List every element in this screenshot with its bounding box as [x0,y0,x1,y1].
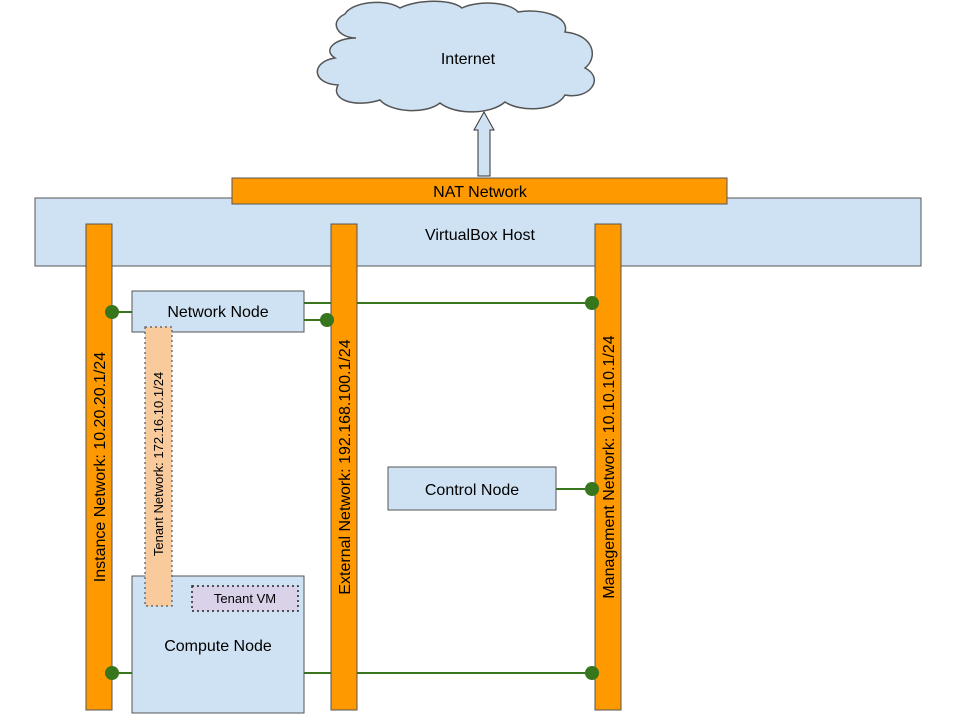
control-node [387,466,557,511]
virtualbox-host-label: VirtualBox Host [425,227,536,244]
connection-dots [105,296,599,680]
cloud-shape [316,0,595,113]
management-network-bar [594,223,622,711]
network-node-label: Network Node [167,304,268,321]
external-network-bar [330,223,358,711]
nat-network-label: NAT Network [433,184,528,201]
instance-network-label: Instance Network: 10.20.20.1/24 [92,352,109,582]
dot-management-network-node [585,296,599,310]
virtualbox-host [34,197,922,267]
internet-cloud: Internet [316,0,595,113]
tenant-vm [191,585,299,612]
instance-network-bar [85,223,113,711]
dot-management-compute-node [585,666,599,680]
internet-label: Internet [441,51,496,68]
dot-instance-network-node [105,305,119,319]
tenant-network-bar [144,326,173,607]
tenant-vm-label: Tenant VM [214,591,276,606]
dot-external-network-node [320,313,334,327]
external-network-label: External Network: 192.168.100.1/24 [337,339,354,594]
dot-instance-compute-node [105,666,119,680]
dot-management-control-node [585,482,599,496]
compute-node-label: Compute Node [164,638,272,655]
tenant-network-label: Tenant Network: 172.16.10.1/24 [151,372,166,556]
management-network-label: Management Network: 10.10.10.1/24 [601,335,618,598]
internet-arrow [473,110,495,177]
nat-network-bar [231,177,728,205]
control-node-label: Control Node [425,482,519,499]
network-node [131,290,305,333]
